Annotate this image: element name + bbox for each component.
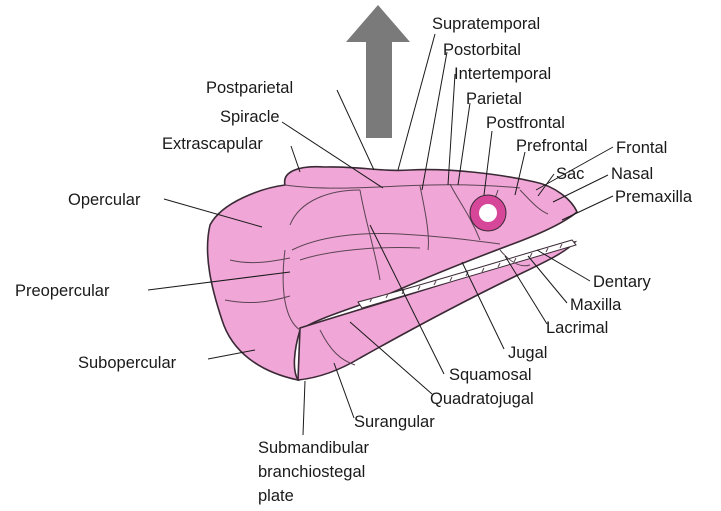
label-postparietal: Postparietal	[206, 79, 293, 97]
label-sac: Sac	[556, 165, 584, 183]
label-maxilla: Maxilla	[570, 296, 622, 314]
label-opercular: Opercular	[68, 191, 141, 209]
label-nasal: Nasal	[611, 165, 653, 183]
label-subopercular: Subopercular	[78, 354, 177, 372]
label-postorbital: Postorbital	[443, 41, 521, 59]
label-lacrimal: Lacrimal	[546, 319, 608, 337]
label-preopercular: Preopercular	[15, 282, 110, 300]
label-premaxilla: Premaxilla	[615, 188, 693, 206]
orbit-ring-icon	[470, 195, 506, 231]
label-parietal: Parietal	[466, 90, 522, 108]
label-intertemporal: Intertemporal	[454, 65, 551, 83]
up-arrow-icon	[346, 5, 410, 138]
label-jugal: Jugal	[508, 344, 547, 362]
label-spiracle: Spiracle	[220, 108, 280, 126]
label-postfrontal: Postfrontal	[486, 114, 565, 132]
label-submandibular-2: branchiostegal	[258, 463, 365, 481]
label-squamosal: Squamosal	[449, 366, 532, 384]
label-extrascapular: Extrascapular	[162, 135, 263, 153]
label-submandibular-3: plate	[258, 487, 294, 505]
label-submandibular-1: Submandibular	[258, 439, 369, 457]
label-supratemporal: Supratemporal	[432, 15, 540, 33]
label-quadratojugal: Quadratojugal	[430, 390, 534, 408]
label-frontal: Frontal	[616, 139, 667, 157]
label-surangular: Surangular	[354, 413, 435, 431]
label-dentary: Dentary	[593, 273, 652, 291]
label-prefrontal: Prefrontal	[516, 137, 588, 155]
